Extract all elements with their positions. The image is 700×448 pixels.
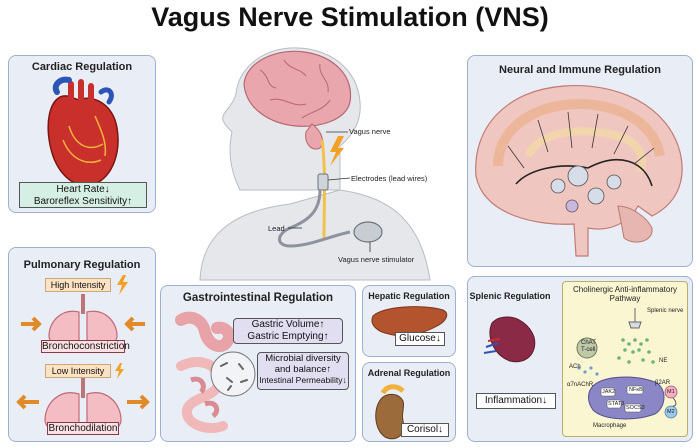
cortisol-label: Corisol↓ xyxy=(401,423,449,437)
nfkb-label: NFκB xyxy=(629,387,643,393)
vagus-nerve-label: Vagus nerve xyxy=(349,127,391,136)
stomach-intestine-icon xyxy=(175,311,256,433)
jak2-label: JAK2 xyxy=(602,389,616,395)
glucose-label: Glucose↓ xyxy=(395,332,445,346)
gastric-emptying-text: Gastric Emptying↑ xyxy=(247,331,329,342)
gi-panel: Gastrointestinal Regulation Gastric Volu… xyxy=(160,285,356,442)
microbial-diversity-text: Microbial diversity xyxy=(265,353,341,364)
pathway-title-line2: Pathway xyxy=(609,294,641,303)
high-intensity-label: High Intensity xyxy=(45,278,111,292)
splenic-title: Splenic Regulation xyxy=(469,291,551,301)
b2ar-label: β2AR xyxy=(655,380,671,386)
heart-icon xyxy=(47,76,119,187)
microbial-box: Microbial diversity and balance↑ Intesti… xyxy=(257,352,349,390)
splenic-panel: Splenic Regulation Inflammation↓ Choline… xyxy=(467,276,693,442)
socs3-label: SOCS3 xyxy=(626,405,645,411)
inflammation-label: Inflammation↓ xyxy=(476,393,556,409)
pathway-diagram xyxy=(576,308,678,420)
pathway-title-line1: Cholinergic Anti-inflammatory xyxy=(572,285,678,294)
liver-icon xyxy=(371,306,448,337)
bronchodilation-label: Bronchodilation xyxy=(47,422,119,435)
microbial-balance-text: and balance↑ xyxy=(274,364,332,375)
splenic-nerve-label: Splenic nerve xyxy=(647,308,684,314)
spleen-icon xyxy=(483,316,536,363)
hepatic-title: Hepatic Regulation xyxy=(368,291,450,301)
lead-label: Lead xyxy=(268,224,285,233)
electrodes-label: Electrodes (lead wires) xyxy=(351,174,428,183)
hepatic-panel: Hepatic Regulation Glucose↓ xyxy=(362,285,456,357)
stat3-label: STAT3 xyxy=(608,401,625,407)
heart-rate-text: Heart Rate↓ xyxy=(56,184,110,195)
lightning-icon xyxy=(117,275,128,295)
tcell-label: T-cell xyxy=(581,347,596,353)
intestinal-permeability-text: Intestinal Permeability↓ xyxy=(259,375,347,385)
pulmonary-panel: Pulmonary Regulation High Intensity Bron… xyxy=(8,247,156,442)
page-title: Vagus Nerve Stimulation (VNS) xyxy=(151,2,549,32)
brain-section-icon xyxy=(475,84,683,257)
macrophage-label: Macrophage xyxy=(593,423,627,429)
neural-title: Neural and Immune Regulation xyxy=(499,64,661,76)
chat-label: ChAT xyxy=(581,340,596,346)
human-figure xyxy=(199,47,431,281)
pulmonary-title: Pulmonary Regulation xyxy=(23,259,141,271)
cardiac-title: Cardiac Regulation xyxy=(31,61,133,73)
gastric-volume-text: Gastric Volume↑ xyxy=(251,319,325,330)
lightning-small-icon xyxy=(115,363,124,379)
gi-title: Gastrointestinal Regulation xyxy=(182,292,334,304)
lungs-constricted-icon xyxy=(21,294,145,346)
pathway-subpanel: Cholinergic Anti-inflammatory Pathway Sp… xyxy=(562,281,688,437)
bronchoconstriction-label: Bronchoconstriction xyxy=(41,340,130,353)
cardiac-effect-box: Heart Rate↓ Baroreflex Sensitivity↑ xyxy=(19,182,147,208)
cardiac-panel: Cardiac Regulation Heart Rate↓ Barorefle… xyxy=(8,55,156,213)
kidney-adrenal-icon xyxy=(375,384,405,440)
neural-panel: Neural and Immune Regulation xyxy=(467,55,693,267)
low-intensity-label: Low Intensity xyxy=(45,364,111,378)
ach-label: ACh xyxy=(569,364,581,370)
baroreflex-text: Baroreflex Sensitivity↑ xyxy=(33,196,133,207)
a7nachr-label: α7nAChR xyxy=(567,382,594,388)
m2-label: M2 xyxy=(667,409,675,415)
m1-label: M1 xyxy=(667,389,675,395)
adrenal-panel: Adrenal Regulation Corisol↓ xyxy=(362,362,456,442)
stimulator-label: Vagus nerve stimulator xyxy=(338,255,415,264)
ne-label: NE xyxy=(659,358,668,364)
adrenal-title: Adrenal Regulation xyxy=(367,368,451,378)
gastric-box: Gastric Volume↑ Gastric Emptying↑ xyxy=(233,318,343,344)
